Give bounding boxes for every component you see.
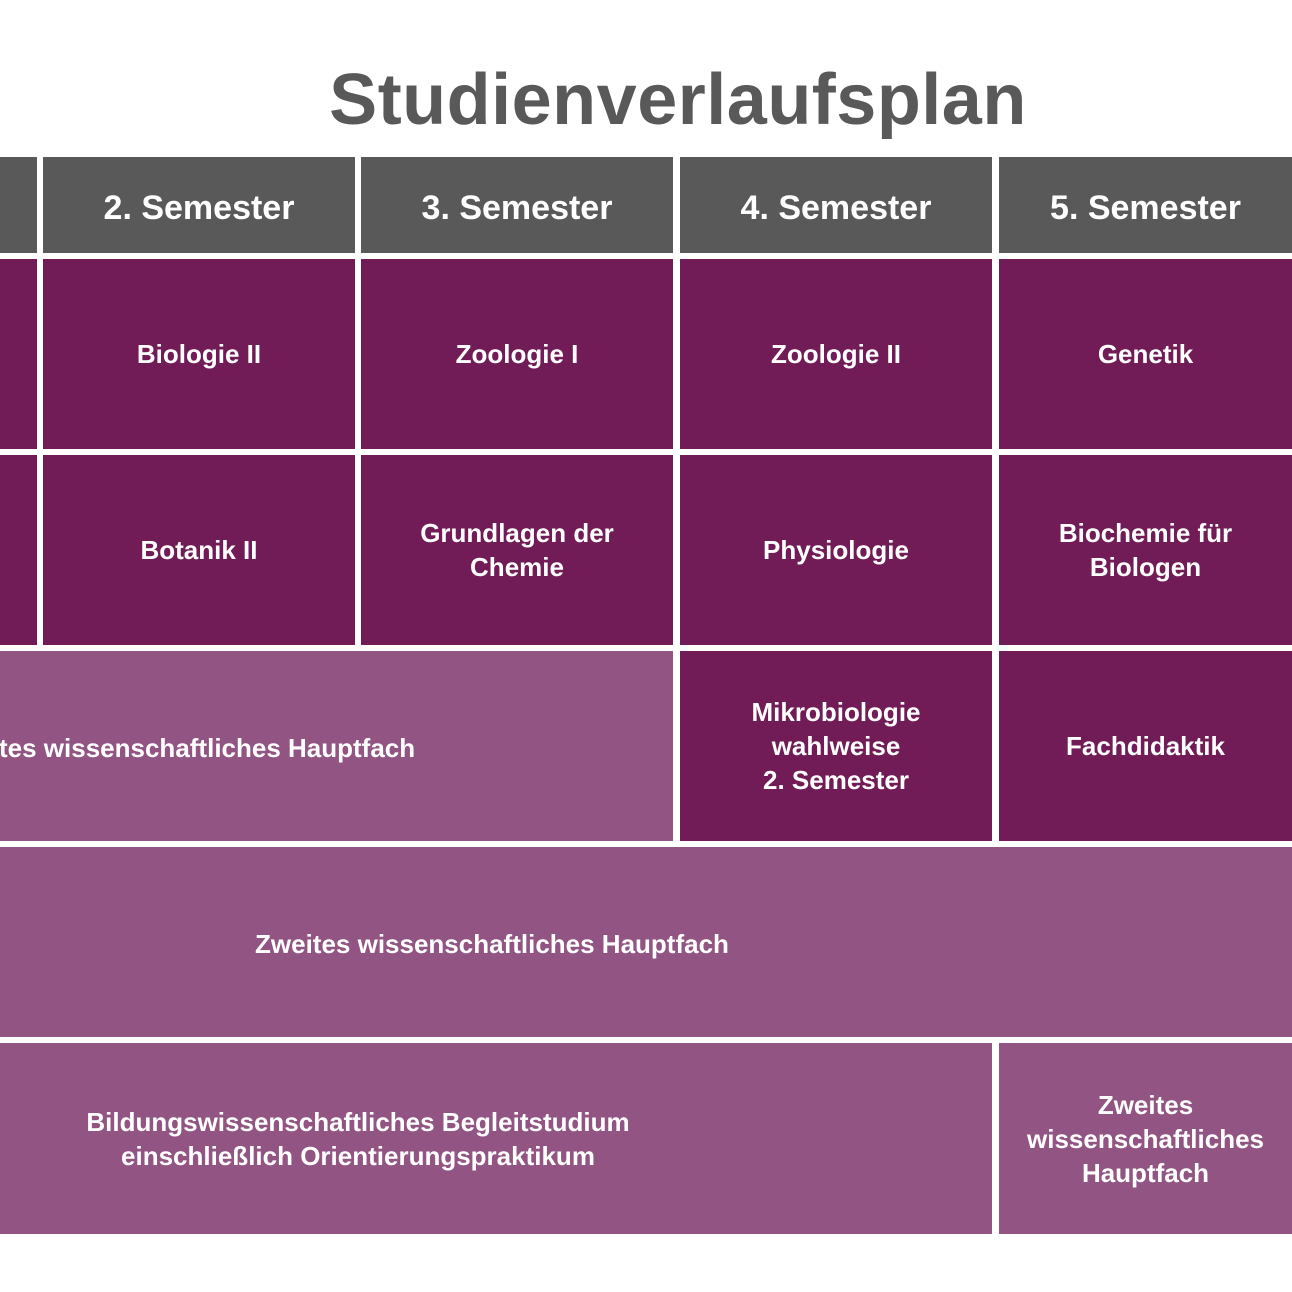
module-mikrobiologie: Mikrobiologie wahlweise 2. Semester	[680, 651, 992, 841]
module-begleitstudium: Bildungswissenschaftliches Begleitstudiu…	[0, 1043, 992, 1234]
header-semester-1	[0, 157, 37, 253]
module-zoologie-1: Zoologie I	[361, 259, 673, 449]
header-semester-4: 4. Semester	[680, 157, 992, 253]
module-zweites-hauptfach-full: Zweites wissenschaftliches Hauptfach	[0, 847, 1292, 1037]
page-title: Studienverlaufsplan	[329, 60, 1027, 140]
module-fachdidaktik: Fachdidaktik	[999, 651, 1292, 841]
module-cell-row2-col1	[0, 455, 37, 645]
module-cell-row1-col1	[0, 259, 37, 449]
module-zoologie-2: Zoologie II	[680, 259, 992, 449]
module-hauptfach-span-label: tes wissenschaftliches Hauptfach	[0, 733, 416, 763]
header-semester-3: 3. Semester	[361, 157, 673, 253]
module-genetik: Genetik	[999, 259, 1292, 449]
module-biologie-2: Biologie II	[43, 259, 355, 449]
module-physiologie: Physiologie	[680, 455, 992, 645]
module-biochemie: Biochemie für Biologen	[999, 455, 1292, 645]
module-zweites-hauptfach-full-label: Zweites wissenschaftliches Hauptfach	[255, 929, 729, 959]
header-semester-5: 5. Semester	[999, 157, 1292, 253]
module-hauptfach-span: tes wissenschaftliches Hauptfach	[0, 651, 673, 841]
module-zweites-hauptfach-col5: Zweites wissenschaftliches Hauptfach	[999, 1043, 1292, 1234]
module-grundlagen-chemie: Grundlagen der Chemie	[361, 455, 673, 645]
module-botanik-2: Botanik II	[43, 455, 355, 645]
header-semester-2: 2. Semester	[43, 157, 355, 253]
